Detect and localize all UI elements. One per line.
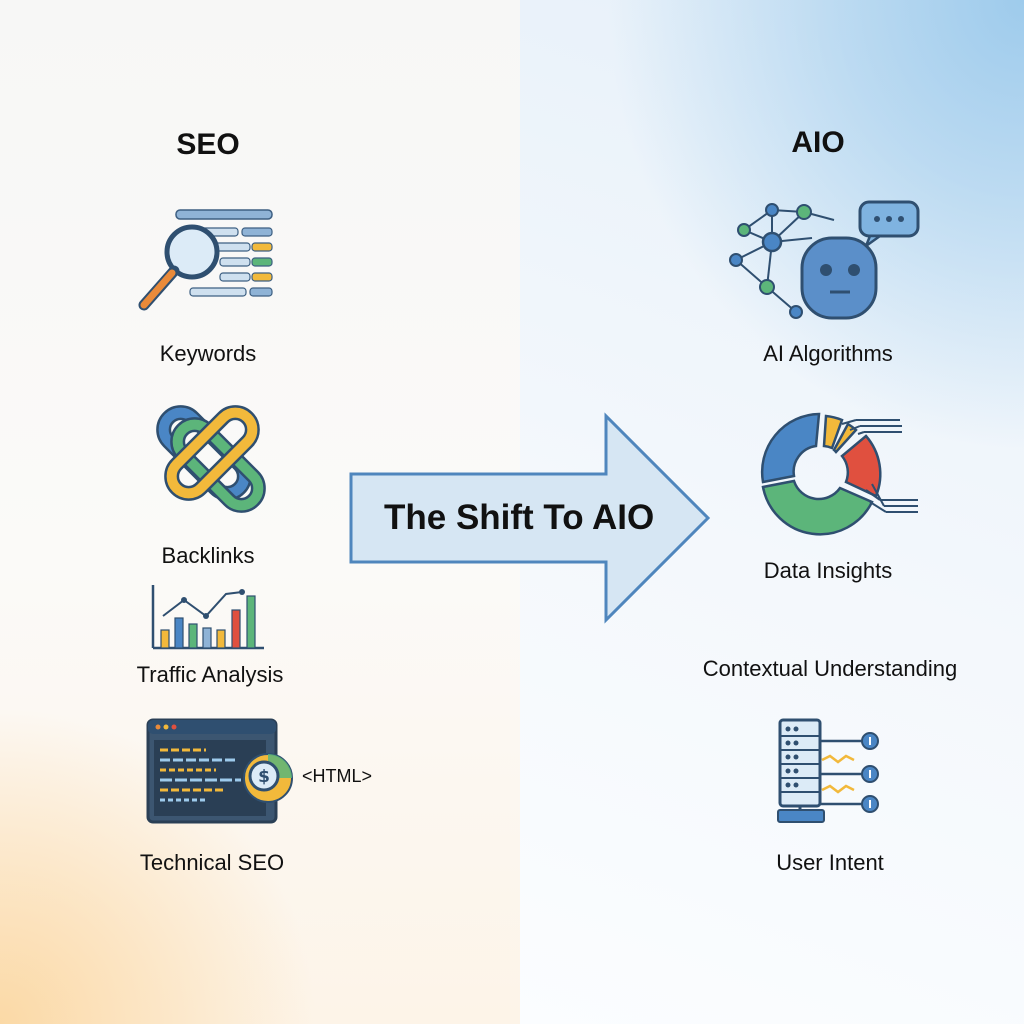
- seo-item-keywords: Keywords: [159, 341, 257, 366]
- html-tag-label: <HTML>: [302, 766, 373, 786]
- shift-arrow-label: The Shift To AIO: [384, 498, 655, 537]
- aio-item-user-intent: User Intent: [776, 850, 884, 875]
- seo-item-technical-seo: Technical SEO: [139, 850, 285, 875]
- shift-arrow: [349, 412, 711, 624]
- aio-heading: AIO: [791, 126, 845, 159]
- code-window-dollar-icon: $: [146, 718, 293, 824]
- svg-text:$: $: [258, 767, 270, 787]
- seo-item-traffic-analysis: Traffic Analysis: [136, 662, 284, 687]
- aio-item-contextual-understanding: Contextual Understanding: [702, 656, 958, 681]
- server-stack-icon: [777, 718, 879, 823]
- keyword-list-magnifier-icon: [138, 209, 273, 311]
- seo-item-backlinks: Backlinks: [161, 543, 255, 568]
- aio-item-data-insights: Data Insights: [763, 558, 893, 583]
- chain-links-icon: [156, 405, 266, 513]
- bar-line-chart-icon: [151, 585, 264, 650]
- seo-heading: SEO: [176, 128, 240, 161]
- aio-item-ai-algorithms: AI Algorithms: [763, 341, 893, 366]
- robot-network-icon: [729, 200, 920, 320]
- donut-chart-icon: [760, 412, 918, 536]
